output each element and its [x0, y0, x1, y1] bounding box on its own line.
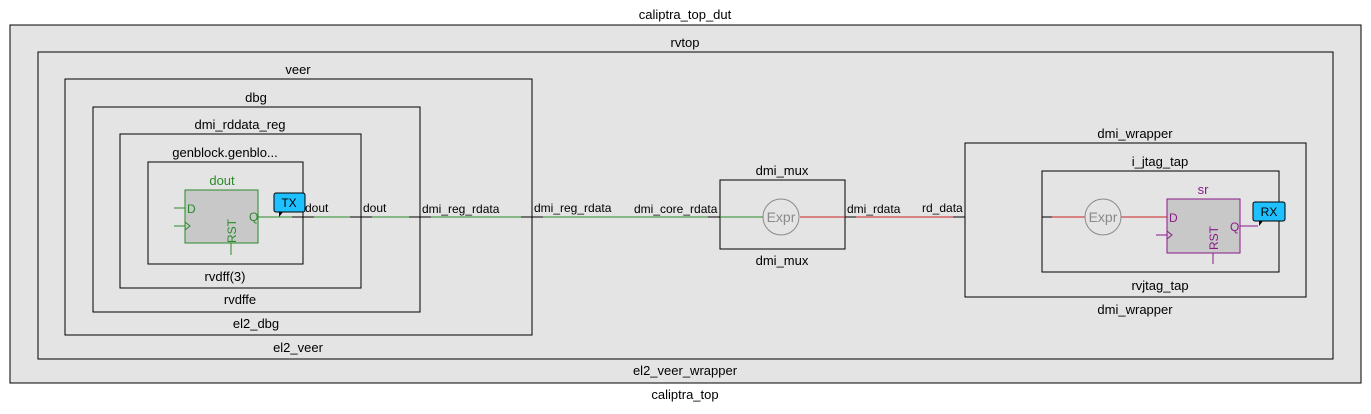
- module-instance-label: veer: [285, 62, 311, 77]
- expr-label: Expr: [767, 209, 796, 225]
- register-sr[interactable]: sr D Q RST: [1156, 182, 1258, 264]
- clock-triangle-icon: [184, 221, 191, 231]
- module-instance-label: dmi_rddata_reg: [194, 117, 285, 132]
- q-pin-label: Q: [249, 210, 258, 224]
- module-box: [1041, 170, 1280, 273]
- module-instance-label: dmi_wrapper: [1097, 126, 1173, 141]
- expr-node: [1084, 198, 1122, 236]
- module-type-label: rvjtag_tap: [1131, 278, 1188, 293]
- tag-box: [1252, 201, 1286, 222]
- rx-tag[interactable]: RX: [1252, 201, 1286, 226]
- register-name: dout: [209, 173, 235, 188]
- module-instance-label: i_jtag_tap: [1132, 154, 1188, 169]
- wire-label-dout: dout: [363, 201, 387, 215]
- q-pin-label: Q: [1230, 220, 1239, 234]
- expr-label: Expr: [1089, 209, 1118, 225]
- d-pin-label: D: [187, 202, 196, 216]
- tx-wire[interactable]: dout dout dmi_reg_rdata dmi_reg_rdata dm…: [258, 201, 740, 218]
- tx-tag[interactable]: TX: [273, 192, 306, 217]
- wire-label-dmi-rdata: dmi_rdata: [847, 202, 901, 216]
- d-pin-label: D: [1169, 211, 1178, 225]
- module-instance-label: caliptra_top_dut: [639, 7, 732, 22]
- module-instance-label: dbg: [245, 90, 267, 105]
- module-type-label: el2_veer_wrapper: [633, 363, 738, 378]
- tag-box: [273, 192, 306, 213]
- rst-pin-label: RST: [1207, 225, 1221, 250]
- module-i-jtag-tap[interactable]: i_jtag_tap rvjtag_tap Expr: [1041, 154, 1280, 293]
- module-type-label: dmi_wrapper: [1097, 302, 1173, 317]
- tag-pointer-icon: [1259, 221, 1263, 226]
- module-type-label: rvdff(3): [205, 269, 246, 284]
- register-name: sr: [1198, 182, 1210, 197]
- module-type-label: el2_veer: [273, 340, 324, 355]
- tag-pointer-icon: [279, 212, 283, 217]
- module-type-label: caliptra_top: [651, 387, 718, 402]
- module-instance-label: genblock.genblo...: [172, 145, 278, 160]
- module-type-label: rvdffe: [224, 292, 256, 307]
- register-box: [1166, 198, 1241, 254]
- wire-label-dmi-reg-rdata: dmi_reg_rdata: [534, 201, 612, 215]
- tag-label: TX: [281, 196, 296, 210]
- module-genblock[interactable]: genblock.genblo... rvdff(3): [147, 145, 304, 284]
- module-instance-label: rvtop: [671, 35, 700, 50]
- module-type-label: dmi_mux: [756, 253, 809, 268]
- rst-pin-label: RST: [225, 218, 239, 243]
- wire-label-dmi-core-rdata: dmi_core_rdata: [634, 202, 718, 216]
- expr-node: [762, 198, 800, 236]
- wire-label-dmi-reg-rdata: dmi_reg_rdata: [422, 202, 500, 216]
- wire-label-dout: dout: [305, 201, 329, 215]
- register-box: [184, 189, 259, 244]
- register-dout[interactable]: dout D Q RST: [174, 173, 259, 255]
- wire-label-rd-data: rd_data: [922, 201, 963, 215]
- module-instance-label: dmi_mux: [756, 163, 809, 178]
- module-type-label: el2_dbg: [233, 316, 279, 331]
- module-dmi-mux[interactable]: dmi_mux dmi_mux Expr: [719, 163, 846, 268]
- tag-label: RX: [1261, 205, 1278, 219]
- clock-triangle-icon: [1166, 230, 1173, 240]
